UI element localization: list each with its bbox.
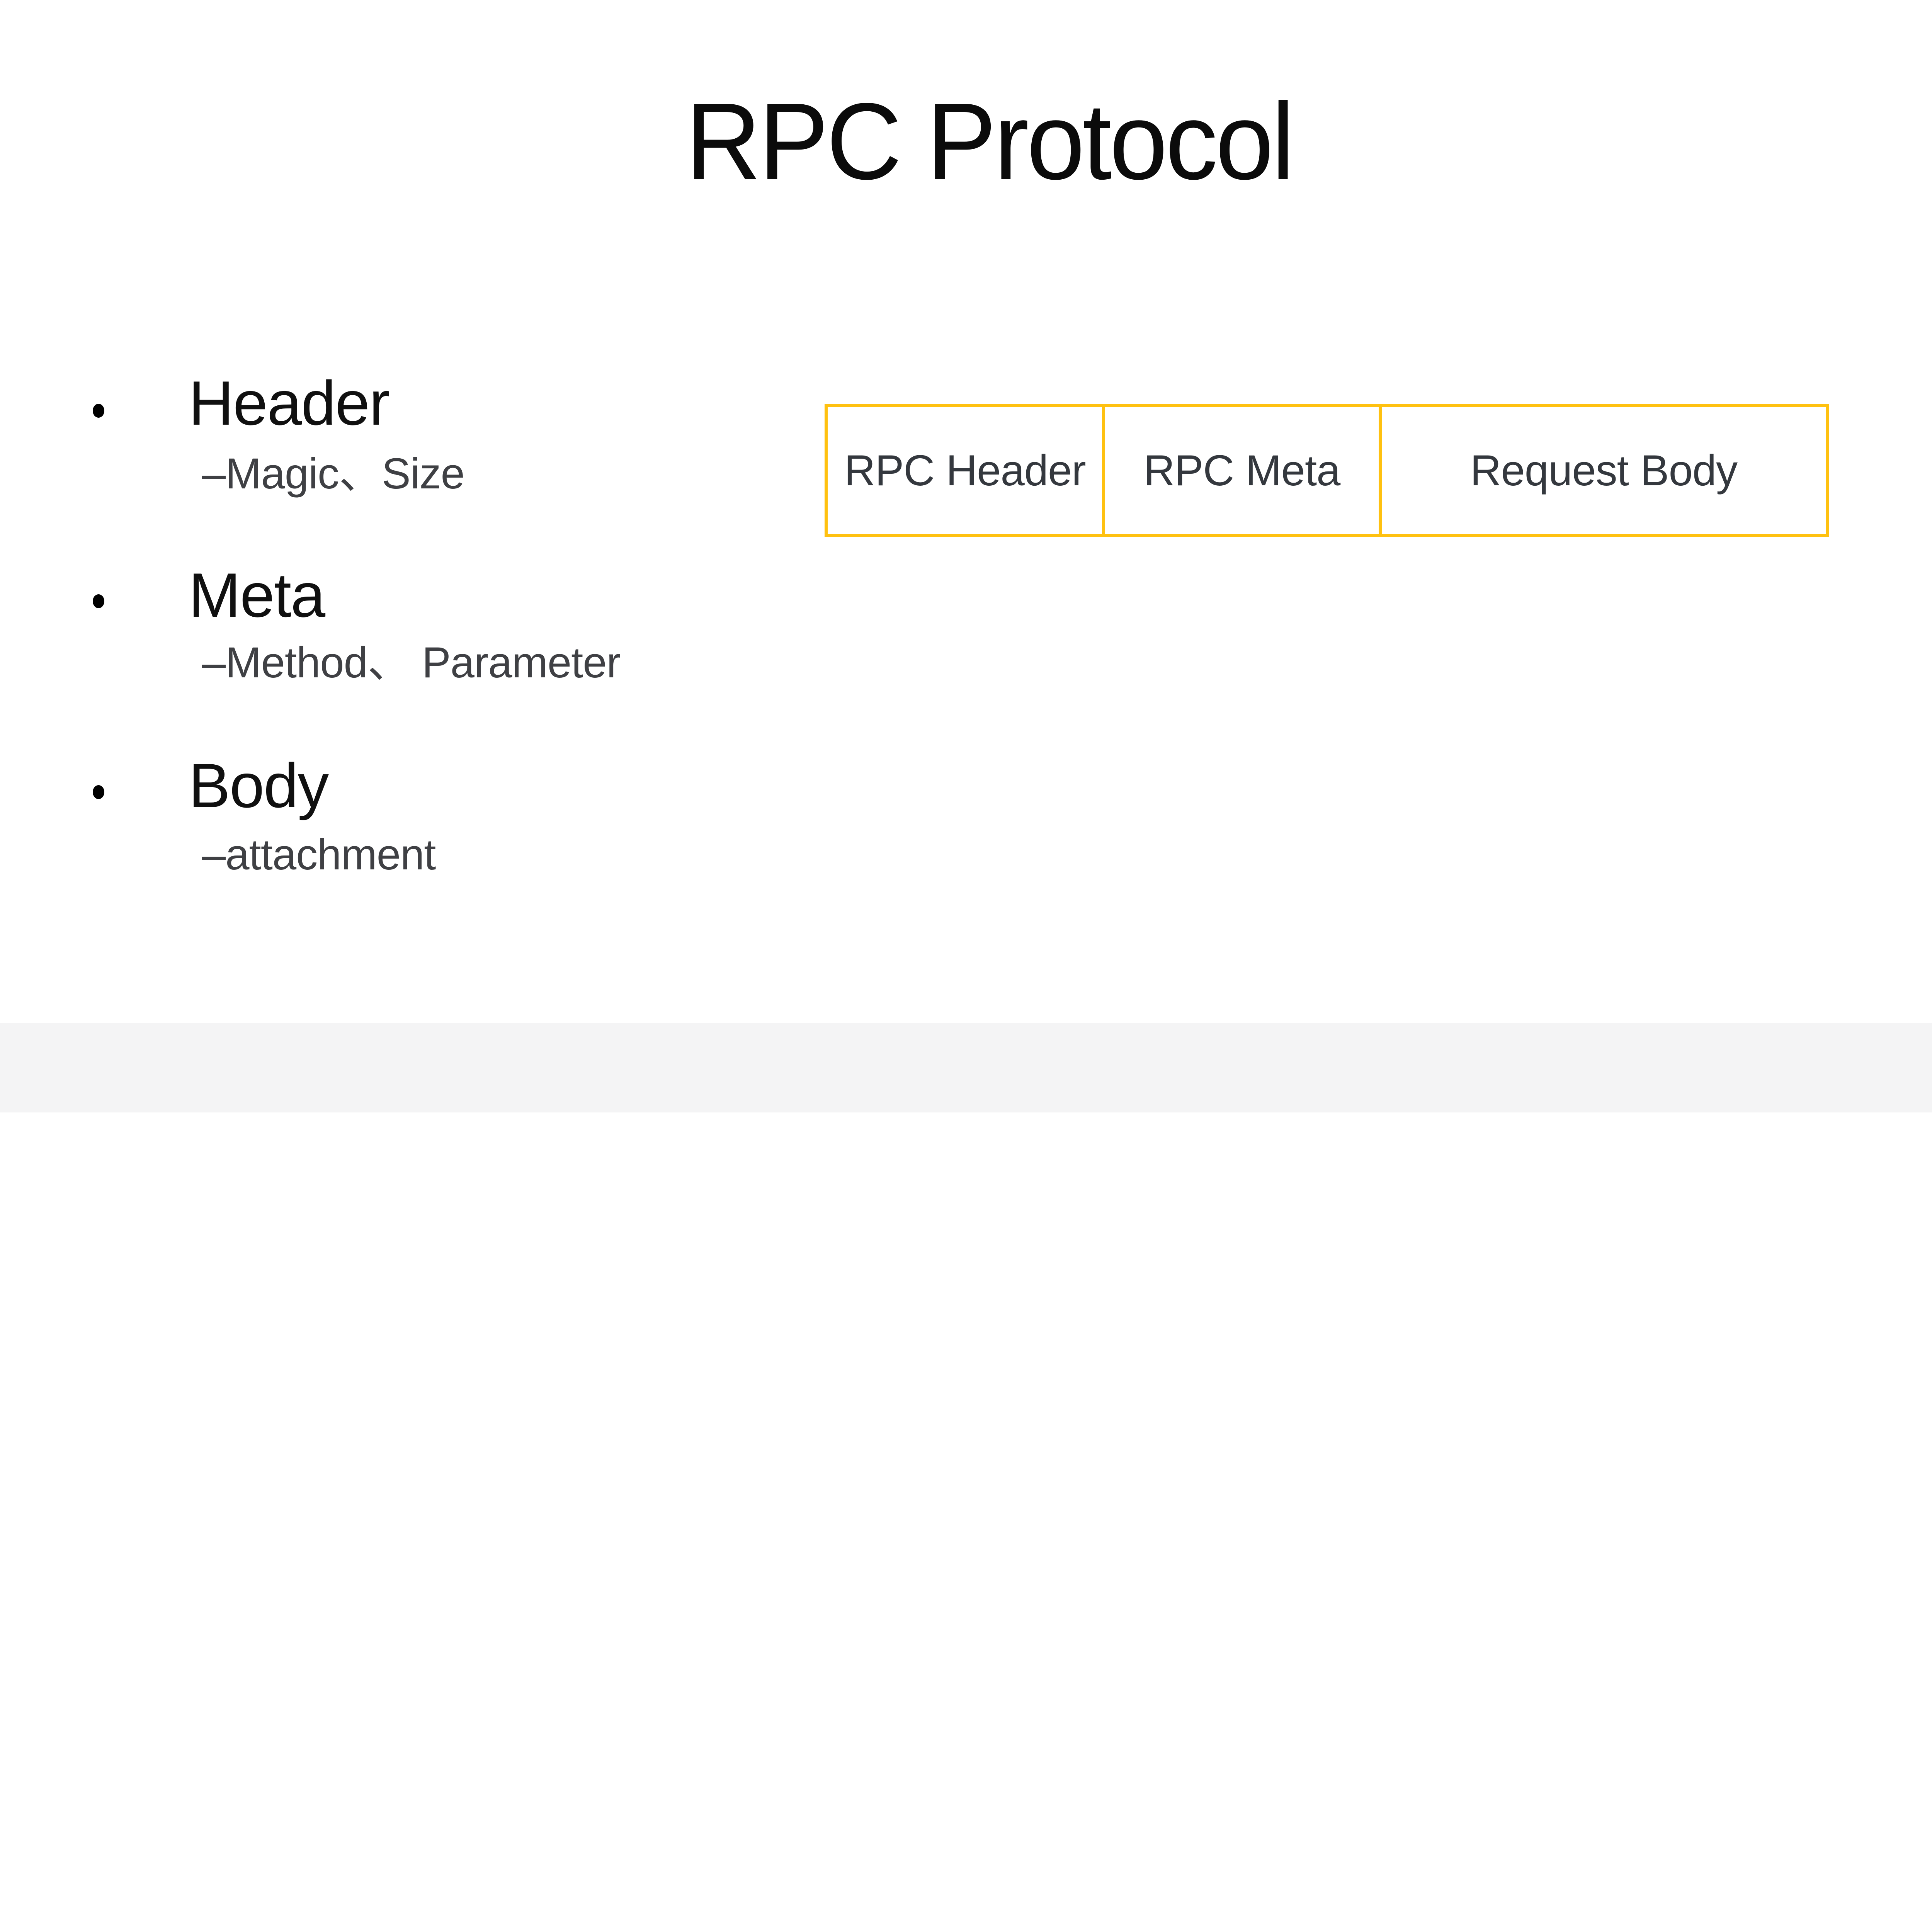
bullet-dot bbox=[93, 594, 104, 608]
bullet-sub-meta: –Method、 Parameter bbox=[202, 638, 621, 687]
page-title: RPC Protocol bbox=[685, 80, 1295, 202]
bullet-dot bbox=[93, 785, 104, 799]
footer-bar: ArchSummit 全 球 架 构 师 峰 会 主办方 Geek<bang>.… bbox=[0, 1023, 1932, 1112]
segment-label: Request Body bbox=[1470, 446, 1738, 495]
segment-label: RPC Meta bbox=[1143, 446, 1341, 495]
segment-label: RPC Header bbox=[844, 446, 1086, 495]
bullet-label-header: Header bbox=[189, 368, 390, 438]
bullet-sub-header: –Magic、Size bbox=[202, 449, 465, 498]
bullet-label-body: Body bbox=[189, 751, 329, 821]
bullet-sub-body: –attachment bbox=[202, 830, 436, 879]
diagram-segment-rpc-header: RPC Header bbox=[828, 407, 1102, 534]
bullet-label-meta: Meta bbox=[189, 560, 325, 630]
bullet-dot bbox=[93, 404, 104, 418]
diagram-segment-request-body: Request Body bbox=[1378, 407, 1826, 534]
protocol-structure-diagram: RPC Header RPC Meta Request Body bbox=[825, 404, 1829, 537]
diagram-segment-rpc-meta: RPC Meta bbox=[1102, 407, 1378, 534]
slide: RPC Protocol Header –Magic、Size Meta –Me… bbox=[0, 80, 1932, 1112]
